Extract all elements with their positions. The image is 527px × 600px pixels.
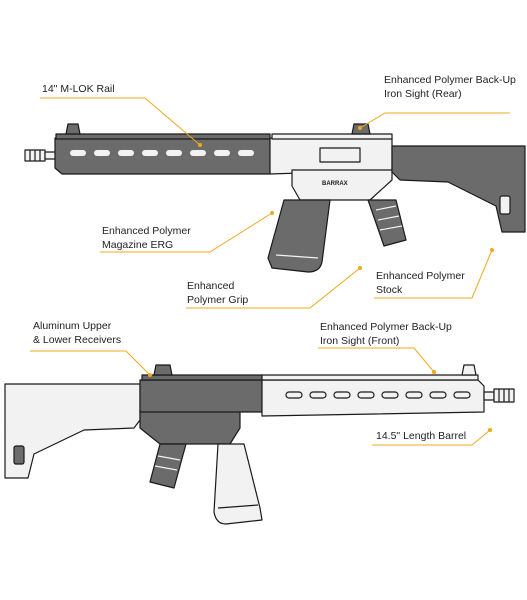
callout-magazine-line1: Enhanced Polymer	[102, 225, 191, 237]
rifle-bottom-grip	[149, 443, 187, 489]
rifle-bottom	[4, 364, 515, 525]
callout-magazine: Enhanced Polymer Magazine ERG	[102, 224, 191, 252]
leader-receivers	[30, 350, 151, 376]
leader-rear-sight	[359, 112, 510, 129]
callout-mlok-rail-text: 14" M-LOK Rail	[42, 83, 115, 95]
callout-receivers-line2: & Lower Receivers	[33, 334, 122, 346]
rifle-top-magazine	[267, 199, 331, 273]
callout-barrel: 14.5" Length Barrel	[376, 429, 466, 443]
rifle-top-handguard	[54, 137, 271, 175]
callout-rear-sight: Enhanced Polymer Back-Up Iron Sight (Rea…	[384, 73, 516, 101]
rifle-bottom-upper-receiver	[139, 379, 263, 413]
leader-mlok-rail	[40, 97, 201, 146]
leader-lines	[30, 97, 510, 446]
leader-front-sight	[318, 347, 435, 373]
callout-receivers-line1: Aluminum Upper	[33, 320, 112, 332]
callout-mlok-rail: 14" M-LOK Rail	[42, 82, 115, 96]
leader-stock	[374, 249, 493, 299]
leader-magazine	[100, 212, 273, 253]
callout-grip-line1: Enhanced	[187, 280, 235, 292]
leader-grip	[186, 267, 361, 309]
rifle-top-stock	[391, 145, 526, 233]
callout-magazine-line2: Magazine ERG	[102, 239, 174, 251]
callout-grip-line2: Polymer Grip	[187, 294, 249, 306]
rifle-top-front-sight	[65, 123, 81, 135]
rifle-bottom-magazine	[213, 443, 263, 525]
callout-rear-sight-line2: Iron Sight (Rear)	[384, 88, 462, 100]
callout-grip: Enhanced Polymer Grip	[187, 279, 248, 307]
callout-front-sight-line2: Iron Sight (Front)	[320, 335, 400, 347]
callout-barrel-text: 14.5" Length Barrel	[376, 430, 467, 442]
callout-front-sight-line1: Enhanced Polymer Back-Up	[320, 321, 452, 333]
rifle-top: BARRAX	[24, 123, 526, 273]
callout-stock-line1: Enhanced Polymer	[376, 270, 465, 282]
callout-stock-line2: Stock	[376, 284, 403, 296]
rifle-top-upper-receiver	[269, 137, 393, 175]
rifle-bottom-stock	[4, 383, 141, 479]
leader-barrel	[372, 429, 491, 446]
rifle-bottom-front-sight	[461, 364, 477, 376]
callout-stock: Enhanced Polymer Stock	[376, 269, 465, 297]
rifle-top-marking: BARRAX	[322, 181, 348, 187]
callout-receivers: Aluminum Upper & Lower Receivers	[33, 319, 121, 347]
rifle-top-grip	[367, 199, 407, 247]
callout-front-sight: Enhanced Polymer Back-Up Iron Sight (Fro…	[320, 320, 452, 348]
rifle-bottom-rear-sight	[153, 364, 173, 376]
rifle-bottom-barrel	[483, 391, 495, 401]
rifle-bottom-lower-receiver	[139, 409, 241, 445]
callout-rear-sight-line1: Enhanced Polymer Back-Up	[384, 74, 516, 86]
